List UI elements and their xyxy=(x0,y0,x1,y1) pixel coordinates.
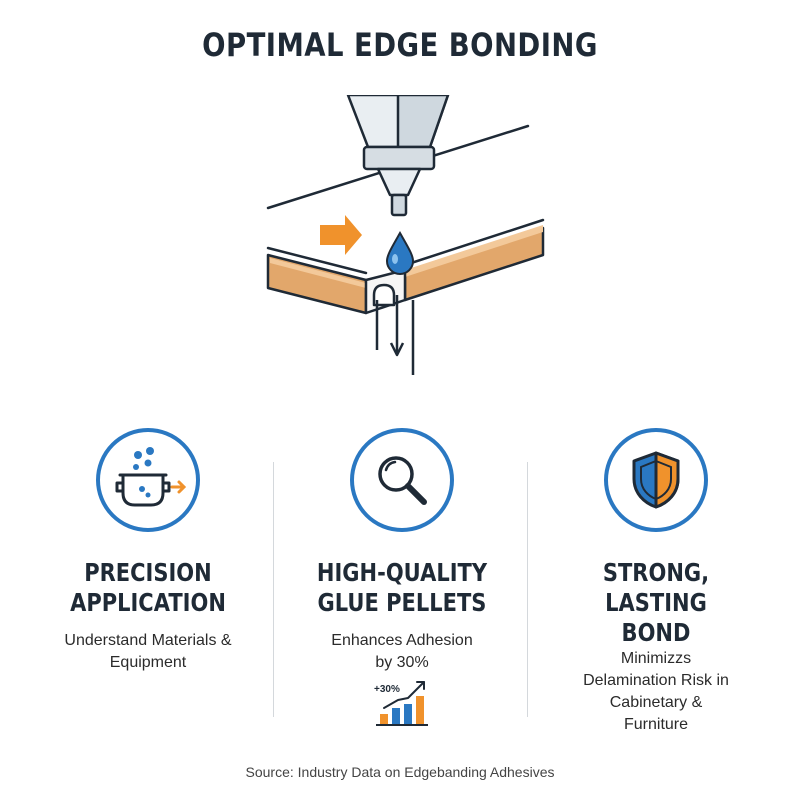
feature-title: PRECISION APPLICATION xyxy=(70,558,226,617)
glue-nozzle xyxy=(346,95,450,217)
feature-description: Minimizzs Delamination Risk in Cabinetar… xyxy=(583,650,729,733)
feature-description: Enhances Adhesion by 30% xyxy=(331,632,473,671)
glue-pot-icon xyxy=(115,447,187,507)
feature-icon-circle xyxy=(604,428,708,532)
edge-band xyxy=(266,225,545,315)
edge-bonding-illustration xyxy=(266,95,545,375)
growth-chart-label: +30% xyxy=(374,684,400,695)
feature-strong-lasting-bond: STRONG, LASTING BOND Minimizzs Delaminat… xyxy=(536,428,776,736)
feature-icon-circle xyxy=(96,428,200,532)
magnifier-icon xyxy=(378,456,427,505)
arrow-right-icon xyxy=(320,215,362,255)
feature-high-quality-glue-pellets: HIGH-QUALITY GLUE PELLETS Enhances Adhes… xyxy=(282,428,522,674)
growth-chart-icon: +30% xyxy=(374,681,428,726)
feature-precision-application: PRECISION APPLICATION Understand Materia… xyxy=(28,428,268,674)
column-divider xyxy=(273,462,274,717)
feature-icon-circle xyxy=(350,428,454,532)
column-divider xyxy=(527,462,528,717)
glue-drop-icon xyxy=(385,230,415,275)
feature-title: HIGH-QUALITY GLUE PELLETS xyxy=(316,558,488,617)
page-title: OPTIMAL EDGE BONDING xyxy=(202,26,598,64)
shield-icon xyxy=(632,451,680,509)
feature-description: Understand Materials & Equipment xyxy=(64,632,232,671)
feature-title: STRONG, LASTING BOND xyxy=(602,558,710,647)
source-note: Source: Industry Data on Edgebanding Adh… xyxy=(245,764,555,780)
corner-joint xyxy=(364,268,415,375)
